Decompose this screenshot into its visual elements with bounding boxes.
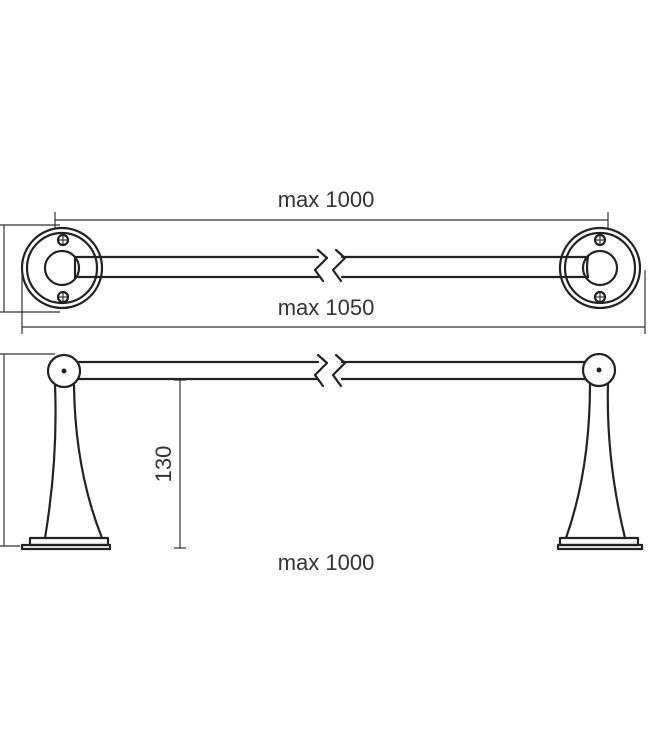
dimension-label-overall-length: max 1050	[278, 295, 375, 320]
screw-hole-icon	[56, 233, 70, 247]
dimension-label-height: 130	[151, 446, 176, 483]
right-wall-rosette	[558, 226, 642, 310]
bar-top-view	[73, 248, 590, 283]
left-bracket	[20, 353, 112, 551]
screw-hole-icon	[593, 290, 607, 304]
dimension-overall-height	[0, 353, 55, 547]
break-symbol-icon	[313, 248, 329, 283]
dimension-top-length: max 1000	[54, 187, 609, 228]
dimension-label-bottom-length: max 1000	[278, 550, 375, 575]
bar-side-view	[76, 353, 587, 388]
dimension-rosette-height	[0, 224, 60, 313]
dimension-overall-length: max 1050	[21, 270, 646, 334]
dimension-label-top-length: max 1000	[278, 187, 375, 212]
break-symbol-icon	[331, 353, 347, 388]
break-symbol-icon	[313, 353, 329, 388]
break-symbol-icon	[331, 248, 347, 283]
screw-hole-icon	[593, 233, 607, 247]
right-bracket	[556, 352, 644, 551]
screw-hole-icon	[56, 290, 70, 304]
left-wall-rosette	[20, 226, 104, 310]
side-view: 130 max 100	[0, 352, 644, 575]
dimension-height-130: 130	[151, 379, 186, 549]
top-view: max 1000	[0, 187, 646, 334]
